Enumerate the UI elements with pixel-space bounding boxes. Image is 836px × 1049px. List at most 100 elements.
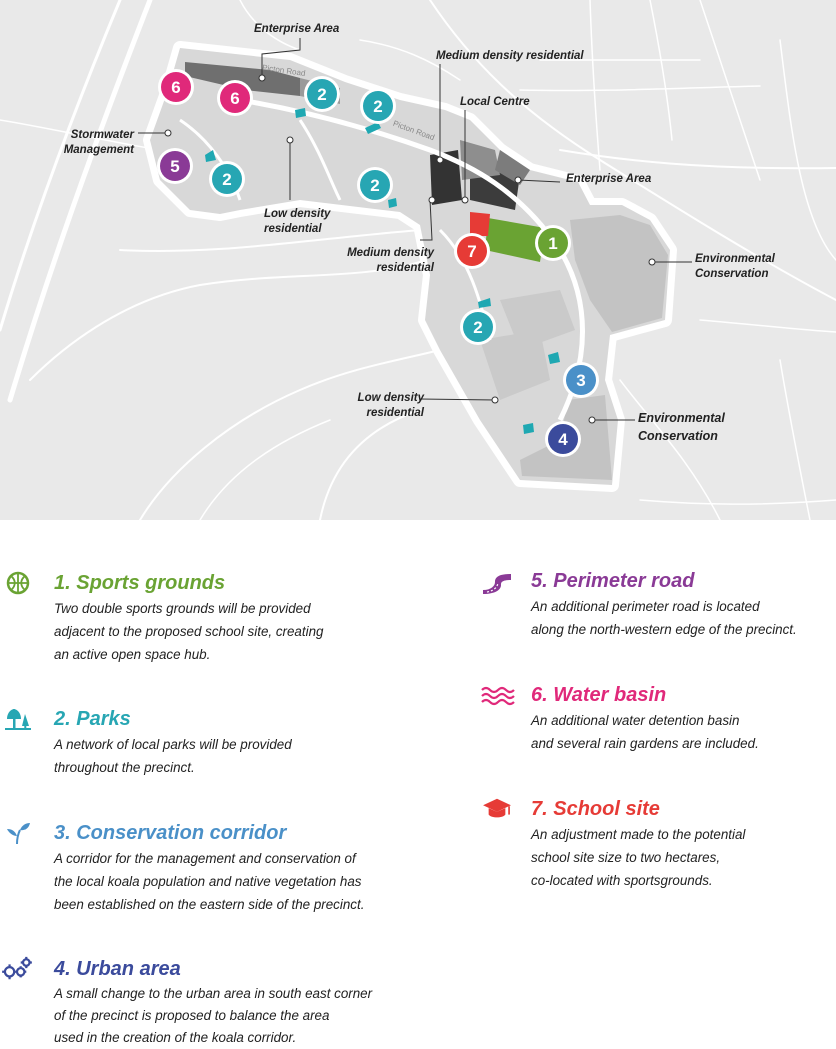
legend-line: adjacent to the proposed school site, cr…	[54, 624, 324, 639]
legend-description: An additional perimeter road is located …	[531, 595, 836, 641]
legend-line: an active open space hub.	[54, 647, 211, 662]
map-marker-6: 6	[158, 69, 194, 105]
map-marker-2: 2	[357, 167, 393, 203]
legend-description: Two double sports grounds will be provid…	[54, 597, 414, 666]
map-marker-5: 5	[157, 148, 193, 184]
map-marker-label: 1	[548, 234, 557, 253]
legend-title: 2. Parks	[54, 708, 131, 730]
map-marker-circle	[363, 91, 393, 121]
legend-description: An adjustment made to the potential scho…	[531, 823, 836, 892]
map-marker-label: 2	[222, 170, 231, 189]
map-marker-label: 7	[467, 242, 476, 261]
map-marker-circle	[220, 83, 250, 113]
map-marker-label: 2	[317, 85, 326, 104]
map-marker-7: 7	[454, 233, 490, 269]
callout-enterprise-area-right: Enterprise Area	[566, 173, 652, 185]
legend-line: and several rain gardens are included.	[531, 736, 759, 751]
legend-line: along the north-western edge of the prec…	[531, 622, 797, 637]
callout-environmental-right-line2: Conservation	[695, 268, 769, 280]
legend-title: 1. Sports grounds	[54, 572, 226, 594]
environmental-conservation-zone	[570, 215, 668, 332]
callout-stormwater: Stormwater Management	[46, 128, 134, 158]
callout-low-density-bottom-line1: Low density	[357, 392, 424, 404]
map-marker-circle	[538, 228, 568, 258]
gears-icon	[2, 956, 32, 980]
low-density-block-2	[480, 330, 550, 400]
map-marker-circle	[307, 79, 337, 109]
callout-environmental-bottom-line1: Environmental	[638, 411, 725, 425]
legend-description: A network of local parks will be provide…	[54, 733, 414, 779]
map-marker-4: 4	[545, 421, 581, 457]
callout-environmental-bottom: Environmental Conservation	[638, 409, 725, 445]
legend-description: A small change to the urban area in sout…	[54, 983, 414, 1049]
land-use-zones	[179, 62, 668, 480]
map-marker-1: 1	[535, 225, 571, 261]
callout-environmental-right-line1: Environmental	[695, 253, 775, 265]
enterprise-area-zone-right	[495, 150, 530, 185]
map-marker-circle	[566, 365, 596, 395]
map-marker-circle	[548, 424, 578, 454]
legend-description: An additional water detention basin and …	[531, 709, 836, 755]
legend-title: 6. Water basin	[531, 684, 667, 706]
legend-line: An additional water detention basin	[531, 713, 740, 728]
rain-gardens	[205, 108, 560, 434]
callout-medium-density-mid-line2: residential	[376, 262, 434, 274]
trees-icon	[5, 709, 31, 730]
graduation-cap-icon	[483, 798, 511, 818]
legend-title: 5. Perimeter road	[531, 570, 695, 592]
callout-low-density-left-line2: residential	[264, 223, 322, 235]
map-marker-3: 3	[563, 362, 599, 398]
map-marker-2: 2	[460, 309, 496, 345]
map-marker-2: 2	[209, 161, 245, 197]
map-marker-circle	[160, 151, 190, 181]
callout-low-density-bottom: Low density residential	[330, 391, 424, 421]
map-marker-circle	[212, 164, 242, 194]
map-marker-label: 5	[170, 157, 179, 176]
legend-title: 3. Conservation corridor	[54, 822, 287, 844]
sports-grounds-zone	[485, 218, 545, 262]
legend-line: A corridor for the management and conser…	[54, 851, 356, 866]
map-marker-label: 4	[558, 430, 568, 449]
callout-environmental-right: Environmental Conservation	[695, 252, 775, 282]
map-marker-label: 2	[473, 318, 482, 337]
callout-stormwater-line1: Stormwater	[70, 129, 134, 141]
legend-line: school site size to two hectares,	[531, 850, 721, 865]
legend-line: Two double sports grounds will be provid…	[54, 601, 311, 616]
legend-line: A network of local parks will be provide…	[54, 737, 292, 752]
road-icon	[483, 574, 511, 594]
legend-title: 7. School site	[531, 798, 660, 820]
legend-line: used in the creation of the koala corrid…	[54, 1030, 297, 1045]
legend-line: An adjustment made to the potential	[531, 827, 746, 842]
enterprise-area-zone	[185, 62, 300, 96]
legend-line: An additional perimeter road is located	[531, 599, 760, 614]
callout-low-density-bottom-line2: residential	[366, 407, 424, 419]
map-marker-2: 2	[304, 76, 340, 112]
callout-low-density-left: Low density residential	[264, 207, 330, 237]
map-marker-2: 2	[360, 88, 396, 124]
leader-lines	[138, 38, 692, 421]
legend-description: A corridor for the management and conser…	[54, 847, 414, 916]
map-marker-label: 2	[373, 97, 382, 116]
callout-low-density-left-line1: Low density	[264, 208, 331, 220]
callout-enterprise-area-top: Enterprise Area	[254, 23, 340, 35]
map-marker-circle	[457, 236, 487, 266]
callout-medium-density-top: Medium density residential	[436, 50, 584, 62]
legend-line: of the precinct is proposed to balance t…	[54, 1008, 330, 1023]
map-marker-label: 3	[576, 371, 585, 390]
callout-medium-density-mid: Medium density residential	[320, 246, 434, 276]
legend-line: co-located with sportsgrounds.	[531, 873, 713, 888]
sprout-icon	[7, 823, 30, 845]
map-marker-circle	[360, 170, 390, 200]
medium-density-zone	[430, 150, 462, 205]
background-streets	[0, 0, 836, 520]
callout-stormwater-line2: Management	[63, 144, 134, 156]
school-site-zone	[470, 212, 490, 236]
map-marker-circle	[463, 312, 493, 342]
sports-ball-icon	[6, 571, 30, 595]
water-waves-icon	[481, 686, 515, 706]
map-marker-label: 6	[171, 78, 180, 97]
legend-title: 4. Urban area	[54, 958, 181, 980]
